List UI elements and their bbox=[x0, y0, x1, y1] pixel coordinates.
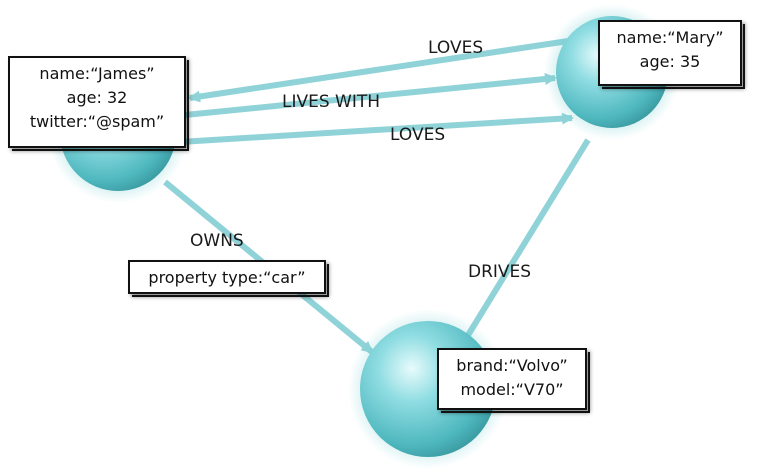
edge-label-owns: OWNS bbox=[190, 231, 244, 251]
node-mary-name: name:“Mary” bbox=[616, 28, 724, 47]
node-volvo-brand: brand:“Volvo” bbox=[456, 356, 568, 375]
edge-loves-james-to-mary bbox=[179, 112, 574, 145]
edge-owns-properties: property type:“car” bbox=[128, 260, 329, 297]
node-mary-properties: name:“Mary” age: 35 bbox=[598, 20, 745, 89]
node-volvo-model: model:“V70” bbox=[460, 380, 564, 399]
edge-label-lives-with: LIVES WITH bbox=[282, 92, 381, 112]
edge-lives-with bbox=[174, 73, 557, 119]
node-james-twitter: twitter:“@spam” bbox=[29, 112, 165, 131]
edge-label-drives: DRIVES bbox=[468, 262, 532, 282]
node-james-age: age: 32 bbox=[66, 88, 128, 107]
node-mary-age: age: 35 bbox=[639, 52, 701, 71]
node-james-name: name:“James” bbox=[39, 64, 155, 83]
node-volvo-properties: brand:“Volvo” model:“V70” bbox=[437, 348, 590, 413]
edge-label-loves-mary-to-james: LOVES bbox=[428, 38, 484, 58]
edge-owns-property-type: property type:“car” bbox=[148, 268, 306, 287]
edge-label-loves-james-to-mary: LOVES bbox=[390, 125, 446, 145]
edge-loves-mary-to-james bbox=[188, 37, 576, 103]
node-james-properties: name:“James” age: 32 twitter:“@spam” bbox=[8, 56, 189, 151]
edge-drives bbox=[459, 138, 591, 347]
